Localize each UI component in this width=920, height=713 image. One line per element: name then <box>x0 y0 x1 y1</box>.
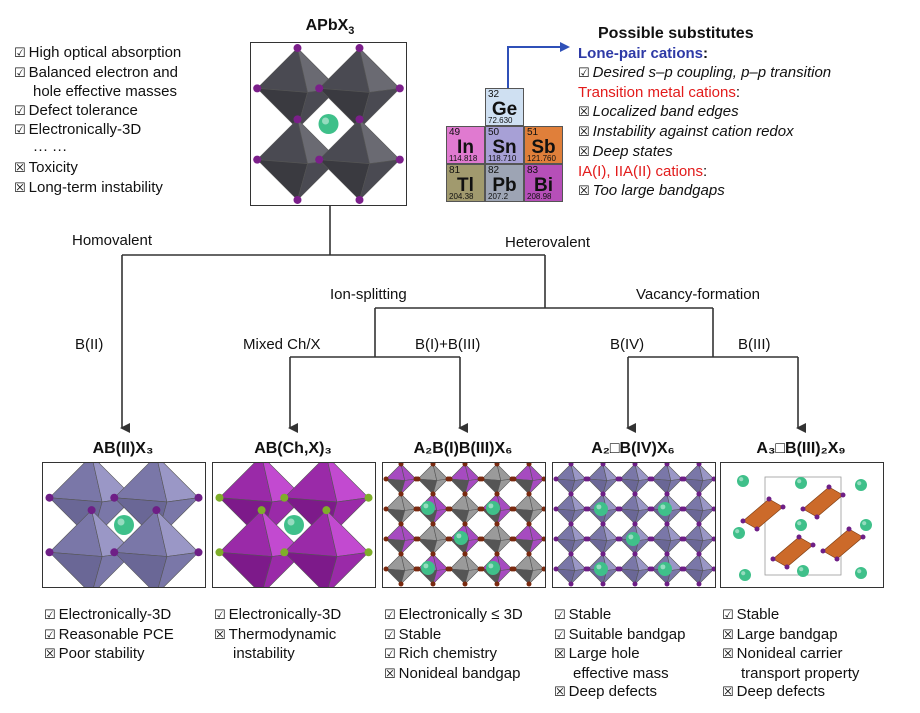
top-structure-title: APbX3 <box>305 17 355 38</box>
structure-box <box>552 462 716 588</box>
label-ion-splitting: Ion-splitting <box>330 286 407 303</box>
lone-pair-item: ☑Desired s–p coupling, p–p transition <box>578 64 832 81</box>
perovskite-structure <box>253 44 404 204</box>
column-property-item: ☑Electronically-3D <box>44 606 172 623</box>
property-item: ··· ··· <box>33 140 68 158</box>
transition-item: ☒Localized band edges <box>578 103 739 120</box>
label-homovalent: Homovalent <box>72 232 153 249</box>
structure-box <box>212 462 376 588</box>
column-title: AB(Ch,X)₃ <box>254 440 332 457</box>
crystal-structure <box>215 463 373 587</box>
column-property-item: effective mass <box>573 664 669 682</box>
column-property-item: ☑Stable <box>554 606 612 623</box>
property-item: hole effective masses <box>33 83 177 100</box>
column-title: A₃□B(III)₂X₉ <box>756 440 846 457</box>
column-title: A₂B(I)B(III)X₆ <box>413 440 513 457</box>
column-property-item: ☑Electronically ≤ 3D <box>384 606 523 623</box>
lone-pair-heading: Lone-pair cations: <box>578 45 709 62</box>
column-property-item: ☑Stable <box>384 625 442 643</box>
transition-item: ☒Deep states <box>578 143 673 160</box>
column-property-item: ☑Stable <box>722 606 780 623</box>
structure-box <box>720 462 884 588</box>
column-property-list: ☑Stable ☒Large bandgap ☒Nonideal carrier tr… <box>722 606 859 703</box>
column-property-item: ☑Electronically-3D <box>214 606 342 623</box>
label-b2: B(II) <box>75 336 104 353</box>
top-properties-list: ☑High optical absorption ☑Balanced electr… <box>14 44 181 198</box>
property-item: ☑Electronically-3D <box>14 121 142 138</box>
drawback-item: ☒Long-term instability <box>14 178 163 196</box>
column-property-item: ☒Large hole <box>554 645 640 662</box>
label-vacancy-formation: Vacancy-formation <box>636 286 760 303</box>
column-title: AB(II)X₃ <box>92 440 154 457</box>
column-property-item: ☒Large bandgap <box>722 625 838 643</box>
top-structure-box <box>250 42 407 206</box>
column-property-list: ☑Electronically-3D ☒Thermodynamic instabil… <box>214 606 341 664</box>
column-property-list: ☑Stable ☑Suitable bandgap ☒Large hole effec… <box>554 606 685 703</box>
group-item: ☒Too large bandgaps <box>578 182 725 199</box>
structure-box <box>42 462 206 588</box>
column-property-item: ☒Deep defects <box>722 683 826 700</box>
property-item: ☑Balanced electron and <box>14 63 178 81</box>
column-property-item: ☒Nonideal carrier <box>722 645 843 662</box>
crystal-structure <box>553 463 715 587</box>
label-b3: B(III) <box>738 336 771 353</box>
transition-item: ☒Instability against cation redox <box>578 123 794 140</box>
structure-box <box>382 462 546 588</box>
column-property-list: ☑Electronically ≤ 3D ☑Stable ☑Rich chemist… <box>384 606 523 684</box>
label-b4: B(IV) <box>610 336 645 353</box>
substitutes-title: Possible substitutes <box>598 25 754 42</box>
column-property-item: ☒Nonideal bandgap <box>384 664 521 682</box>
property-item: ☑High optical absorption <box>14 44 182 61</box>
crystal-structure <box>45 463 203 587</box>
column-title: A₂□B(IV)X₆ <box>591 440 675 457</box>
column-property-item: ☒Deep defects <box>554 683 658 700</box>
column-property-item: ☑Reasonable PCE <box>44 625 174 643</box>
drawback-item: ☒Toxicity <box>14 159 78 176</box>
crystal-structure <box>383 463 545 587</box>
column-property-item: instability <box>233 645 295 662</box>
label-heterovalent: Heterovalent <box>505 234 591 251</box>
column-property-item: ☒Thermodynamic <box>214 625 337 643</box>
label-mixed-ch-x: Mixed Ch/X <box>243 336 321 353</box>
column-property-item: ☑Suitable bandgap <box>554 625 686 643</box>
column-property-item: ☑Rich chemistry <box>384 645 498 662</box>
group-heading: IA(I), IIA(II) cations: <box>578 163 708 180</box>
crystal-structure <box>733 475 872 581</box>
column-property-item: transport property <box>741 664 860 682</box>
column-property-item: ☒Poor stability <box>44 645 145 662</box>
property-item: ☑Defect tolerance <box>14 101 138 119</box>
column-property-list: ☑Electronically-3D ☑Reasonable PCE ☒Poor s… <box>44 606 174 665</box>
label-b1-b3: B(I)+B(III) <box>415 336 481 353</box>
transition-heading: Transition metal cations: <box>578 84 741 101</box>
substitutes-panel: Possible substitutes Lone-pair cations: … <box>578 25 831 201</box>
